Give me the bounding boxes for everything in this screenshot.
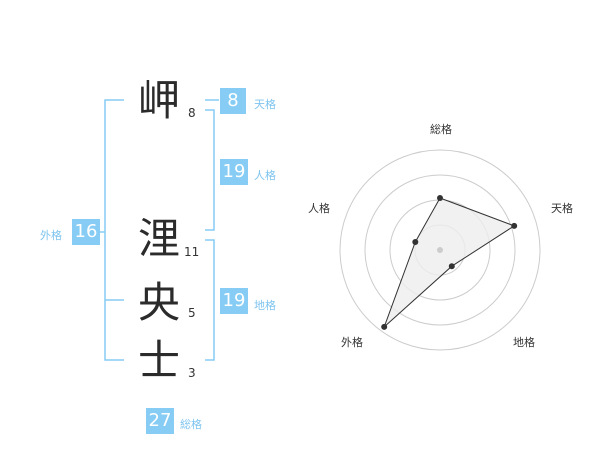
radar-axis-label-chikaku: 地格	[513, 335, 535, 349]
jinkaku-bracket	[205, 109, 215, 231]
jinkaku-label: 人格	[254, 169, 276, 182]
name-char-1: 岬	[138, 76, 181, 125]
radar-axis-label-gaikaku: 外格	[341, 335, 363, 349]
soukaku-label: 総格	[180, 418, 202, 431]
radar-point-4	[412, 239, 419, 245]
chikaku-value: 19	[220, 288, 248, 314]
radar-area	[383, 197, 516, 328]
gaikaku-value: 16	[72, 219, 100, 245]
radar-points	[381, 195, 518, 330]
stroke-count-1: 8	[188, 106, 196, 120]
name-char-4: 士	[138, 336, 181, 385]
name-char-2: 浬	[138, 214, 181, 263]
jinkaku-value: 19	[220, 159, 248, 185]
radar-ring	[364, 174, 516, 326]
gaikaku-bracket	[104, 99, 124, 361]
chikaku-bracket	[205, 239, 215, 361]
name-char-3: 央	[138, 278, 181, 327]
stroke-count-2: 11	[184, 245, 200, 259]
radar-point-2	[448, 263, 455, 270]
stroke-count-3: 5	[188, 306, 196, 320]
tenkaku-label: 天格	[254, 98, 276, 111]
radar-point-0	[437, 195, 443, 201]
stroke-count-4: 3	[188, 366, 196, 380]
radar-center-dot	[437, 247, 443, 253]
radar-ring	[339, 149, 541, 351]
gaikaku-label: 外格	[40, 229, 62, 242]
radar-point-1	[511, 222, 518, 229]
radar-point-3	[381, 323, 388, 330]
radar-axis-label-jinkaku: 人格	[308, 201, 330, 215]
radar-axis-label-tenkaku: 天格	[551, 201, 573, 215]
chikaku-label: 地格	[254, 299, 276, 312]
tenkaku-value: 8	[220, 88, 246, 114]
radar-axis-label-soukaku: 総格	[430, 122, 452, 136]
soukaku-value: 27	[146, 408, 174, 434]
